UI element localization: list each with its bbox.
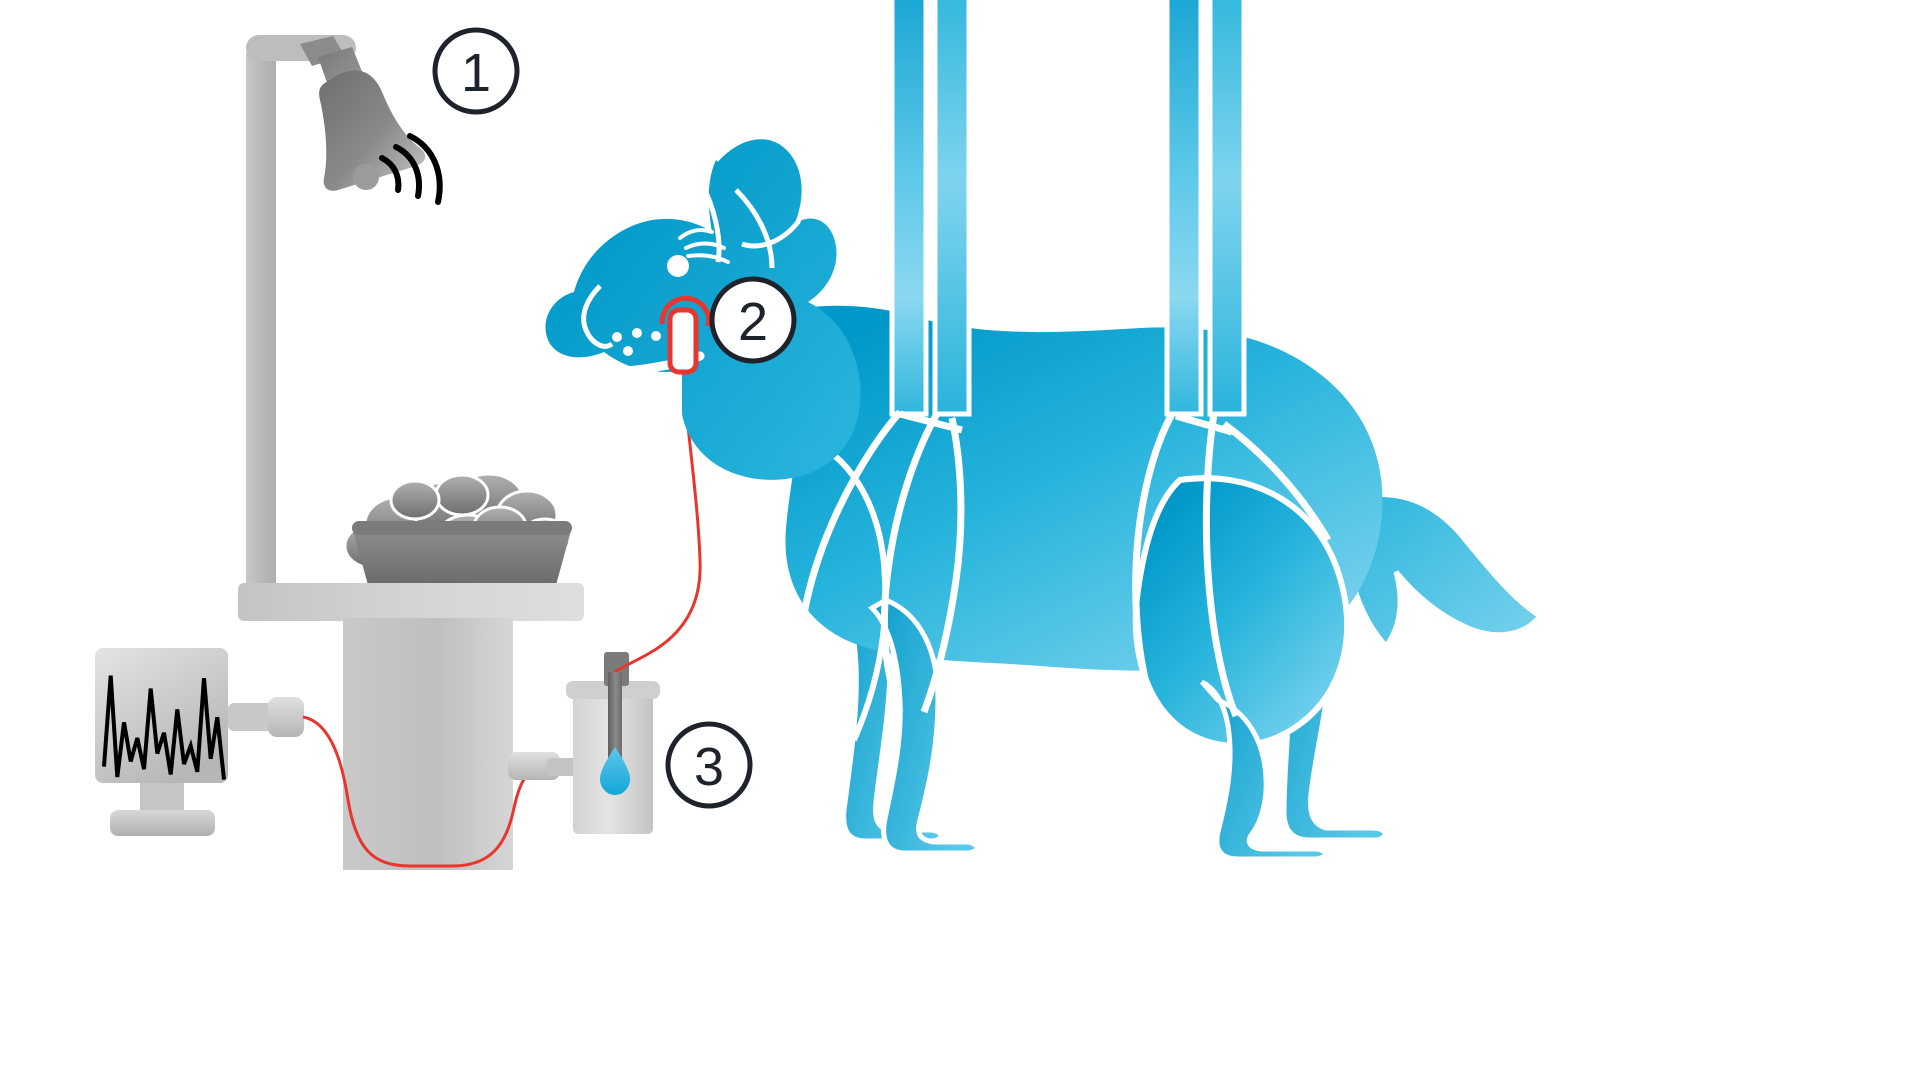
dog-eye	[667, 255, 689, 277]
strap-rear-left	[1164, 0, 1204, 417]
table-top	[238, 583, 584, 621]
bell-icon	[300, 36, 426, 191]
food-bowl-rim	[352, 521, 572, 535]
cannula-cap	[659, 295, 712, 327]
red-tubing-upper	[614, 371, 702, 674]
bell-clapper	[353, 164, 379, 190]
recorder-connector	[268, 697, 304, 737]
callout-1-circle[interactable]	[432, 27, 520, 115]
strap-front-left	[889, 0, 929, 417]
collection-vial-group	[566, 652, 660, 834]
dog-snout-dots	[612, 328, 661, 356]
recorder-base	[110, 810, 215, 836]
dog-brow-marks	[678, 228, 730, 264]
callout-3-circle[interactable]	[665, 721, 753, 809]
sound-waves-icon	[379, 133, 443, 205]
bell-body	[319, 70, 426, 191]
callout-2[interactable]: 2	[709, 276, 797, 364]
cannula-port-icon	[659, 295, 712, 375]
callout-1-number: 1	[461, 43, 491, 103]
food-bowl-group	[343, 472, 572, 585]
callout-2-circle[interactable]	[709, 276, 797, 364]
dog-rear-near-leg	[1200, 679, 1328, 862]
callout-2-number: 2	[738, 292, 768, 352]
strap-front-right	[932, 0, 972, 417]
harness-front-bands	[795, 409, 965, 714]
recorder-neck	[140, 783, 184, 813]
dog-ear-inner-line	[714, 134, 807, 249]
callout-1[interactable]: 1	[432, 27, 520, 115]
dog-figure	[545, 0, 1544, 862]
kymograph-recorder	[95, 648, 304, 836]
red-tubing-lower	[302, 715, 546, 868]
pedestal-table	[238, 583, 584, 870]
strap-rear-right	[1207, 0, 1247, 417]
harness-rear-bands	[1132, 412, 1332, 718]
callout-3[interactable]: 3	[665, 721, 753, 809]
cannula-tube	[667, 307, 699, 375]
dog-muzzle-swirl	[581, 284, 614, 349]
callout-3-number: 3	[694, 737, 724, 797]
dog-ear-fold	[697, 178, 722, 263]
dog-tail	[1343, 492, 1544, 650]
recorder-outlet-stub	[228, 703, 280, 731]
bell-stand-pole	[246, 50, 276, 605]
dog-shoulder-line	[805, 437, 889, 742]
table-column	[343, 618, 513, 870]
recorder-trace-line	[102, 675, 226, 780]
suspension-straps	[889, 0, 1247, 417]
food-bowl	[352, 527, 572, 585]
dog-ear-fold-2	[734, 188, 775, 269]
saliva-droplet-icon	[600, 747, 630, 795]
